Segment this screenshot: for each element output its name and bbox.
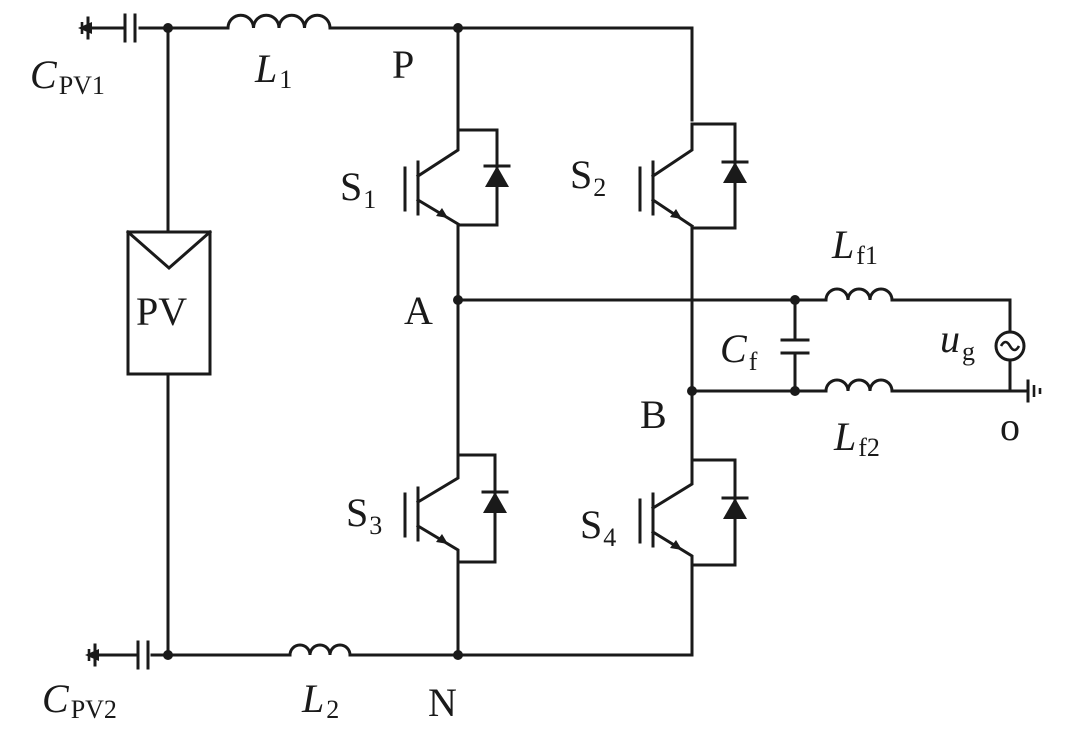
- label-pv: PV: [136, 289, 187, 334]
- label-main: C: [720, 326, 748, 371]
- label-sub: PV1: [59, 71, 105, 100]
- igbt-arrow: [670, 209, 682, 219]
- capacitor-cpv1: [78, 13, 137, 43]
- node-o: o: [1000, 404, 1020, 449]
- inductor-icon: [226, 13, 332, 30]
- igbt-collector: [650, 458, 694, 511]
- igbt-collector: [415, 128, 460, 179]
- ac-wave: [999, 340, 1021, 352]
- label-main: L: [831, 222, 854, 267]
- label-ug: ug: [940, 316, 975, 366]
- label-sub: 1: [363, 185, 376, 214]
- label-main: L: [254, 46, 277, 91]
- igbt-s1: [403, 128, 511, 227]
- inductor-icon: [824, 378, 894, 393]
- igbt-emitter: [415, 197, 461, 227]
- label-sub: f1: [856, 241, 878, 270]
- node-b: B: [640, 392, 667, 437]
- igbt-emitter: [415, 523, 460, 564]
- label-sub: g: [962, 337, 975, 366]
- label-l2: L2: [301, 676, 339, 724]
- diode-icon: [483, 492, 507, 513]
- label-cpv2: CPV2: [42, 676, 117, 724]
- igbt-collector: [650, 122, 694, 179]
- junctions: [163, 23, 800, 660]
- pv-box: [126, 230, 212, 376]
- diode-icon: [485, 166, 509, 187]
- label-l1: L1: [254, 46, 292, 94]
- label-sub: PV2: [71, 695, 117, 724]
- igbt-s2: [638, 122, 749, 230]
- label-sub: f: [749, 347, 758, 376]
- label-s1: S1: [340, 164, 376, 214]
- label-sub: 3: [369, 511, 382, 540]
- pv-panel-icon: [125, 229, 213, 376]
- node-a: A: [404, 288, 433, 333]
- igbt-arrow: [670, 540, 682, 550]
- junction-dot: [163, 650, 173, 660]
- label-sub: 4: [603, 523, 616, 552]
- label-main: C: [42, 676, 70, 721]
- ground-icon: [1026, 379, 1042, 403]
- junction-dot: [790, 295, 800, 305]
- label-main: u: [940, 316, 960, 361]
- label-main: S: [580, 502, 602, 547]
- ground-arrow: [85, 649, 99, 661]
- label-sub: 1: [279, 65, 292, 94]
- inductor-icon: [824, 287, 894, 302]
- label-main: S: [570, 152, 592, 197]
- label-main: S: [340, 164, 362, 209]
- label-main: C: [30, 52, 58, 97]
- junction-dot: [790, 386, 800, 396]
- diode-icon: [723, 498, 747, 519]
- label-s3: S3: [346, 490, 382, 540]
- wires: [138, 26, 1030, 657]
- label-main: L: [301, 676, 324, 721]
- junction-dot: [687, 386, 697, 396]
- ac-source-icon: [994, 330, 1026, 362]
- label-cpv1: CPV1: [30, 52, 105, 100]
- igbt-s3: [403, 453, 509, 564]
- igbt-s4: [638, 458, 749, 567]
- wire-bottom-rail: [348, 563, 694, 657]
- pv-notch: [125, 229, 213, 270]
- junction-dot: [453, 650, 463, 660]
- junction-dot: [163, 23, 173, 33]
- junction-dot: [453, 295, 463, 305]
- igbt-arrow: [436, 208, 448, 218]
- capacitor-cpv2: [85, 640, 150, 670]
- igbt-emitter: [650, 529, 694, 567]
- label-cf: Cf: [720, 326, 758, 376]
- label-sub: 2: [326, 695, 339, 724]
- igbt-arrow: [436, 534, 448, 544]
- label-s2: S2: [570, 152, 606, 202]
- label-sub: 2: [593, 173, 606, 202]
- label-lf2: Lf2: [833, 414, 880, 462]
- label-lf1: Lf1: [831, 222, 878, 270]
- label-main: L: [833, 414, 856, 459]
- igbt-collector: [415, 453, 460, 505]
- label-main: S: [346, 490, 368, 535]
- label-sub: f2: [858, 433, 880, 462]
- ac-source-circle: [994, 330, 1026, 362]
- diode-icon: [723, 162, 747, 183]
- node-p: P: [392, 42, 414, 87]
- ground-arrow: [78, 22, 92, 34]
- igbt-emitter: [650, 197, 695, 229]
- junction-dot: [453, 23, 463, 33]
- wire-top-rail: [328, 26, 694, 122]
- capacitor-cf: [780, 338, 810, 355]
- inductor-icon: [288, 643, 352, 657]
- label-s4: S4: [580, 502, 616, 552]
- node-n: N: [428, 680, 457, 725]
